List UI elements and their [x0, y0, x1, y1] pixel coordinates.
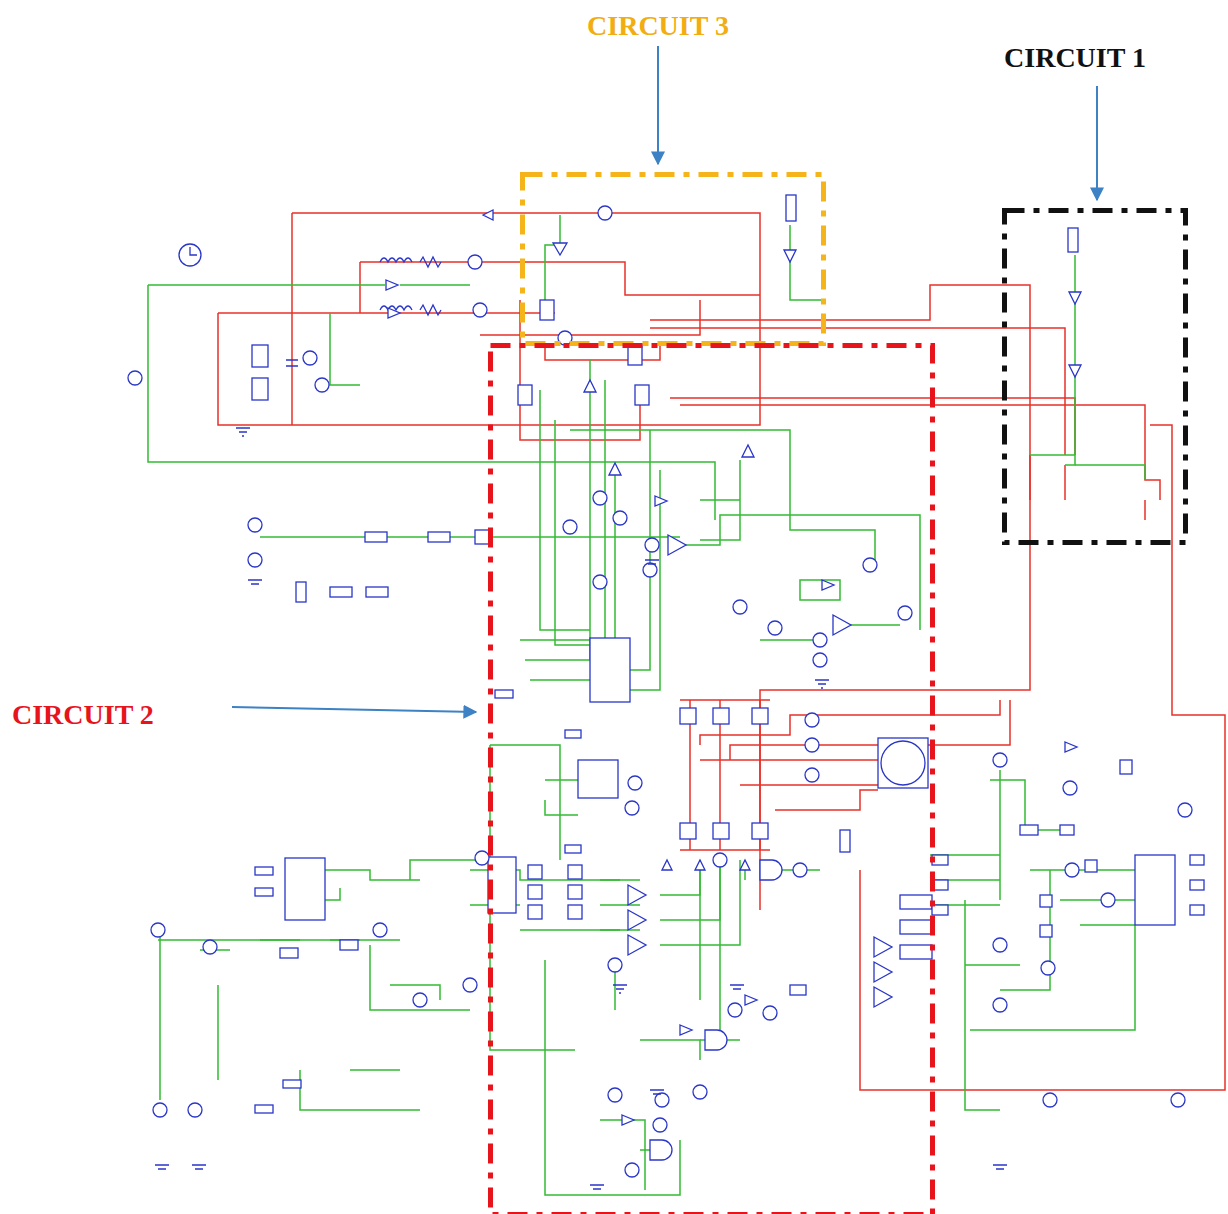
- circuit-region: CIRCUIT 2: [488, 343, 935, 1214]
- circuit-heading: CIRCUIT 2: [12, 699, 154, 730]
- dashed-border: [1002, 208, 1188, 545]
- components: [128, 195, 1204, 1177]
- circuit-heading: CIRCUIT 3: [587, 10, 729, 41]
- circuit-heading-box: CIRCUIT 1: [1004, 42, 1146, 74]
- dashed-border: [488, 343, 935, 1214]
- dash-dot-outline: [523, 175, 824, 344]
- power-wires: [218, 213, 1225, 1090]
- circuit-heading: CIRCUIT 1: [1004, 42, 1146, 73]
- dashed-border: [520, 172, 826, 346]
- control-wires: [148, 215, 1145, 1195]
- ground-symbols: [155, 428, 1007, 1189]
- leader-arrows: [232, 46, 1097, 712]
- circuit-region: CIRCUIT 1: [1002, 208, 1188, 545]
- circuit-heading-box: CIRCUIT 3: [587, 10, 729, 42]
- dash-dot-outline: [1005, 211, 1186, 543]
- circuit-region: CIRCUIT 3: [520, 172, 826, 346]
- dash-dot-outline: [491, 346, 933, 1214]
- circuit-heading-box: CIRCUIT 2: [12, 699, 154, 731]
